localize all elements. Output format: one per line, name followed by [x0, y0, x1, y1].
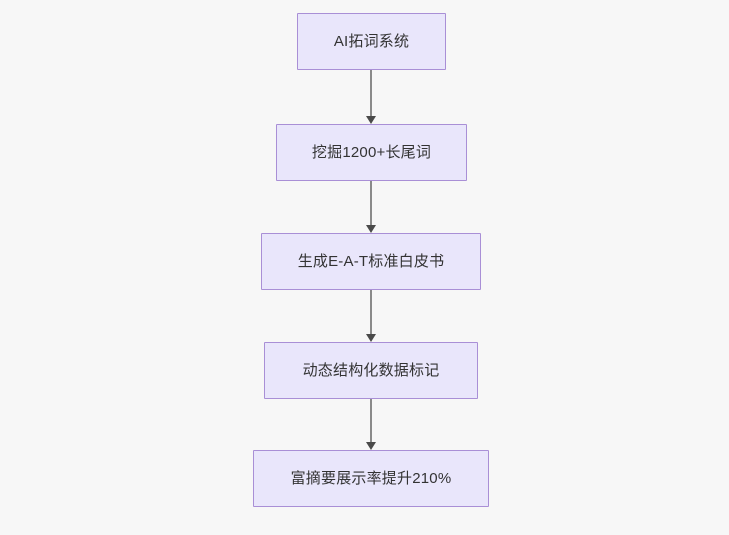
arrowhead-n4-n5 — [366, 442, 376, 450]
edge-n3-n4 — [370, 290, 372, 334]
flow-node-label: 挖掘1200+长尾词 — [311, 144, 432, 161]
flow-node-generate-eat-whitepaper[interactable]: 生成E-A-T标准白皮书 — [261, 233, 481, 290]
arrowhead-n3-n4 — [366, 334, 376, 342]
flow-node-label: AI拓词系统 — [333, 33, 410, 50]
flow-node-ai-keyword-system[interactable]: AI拓词系统 — [297, 13, 446, 70]
flow-node-rich-snippet-uplift[interactable]: 富摘要展示率提升210% — [253, 450, 489, 507]
edge-n2-n3 — [370, 181, 372, 225]
flow-node-label: 动态结构化数据标记 — [302, 362, 440, 379]
flow-node-label: 富摘要展示率提升210% — [290, 470, 452, 487]
arrowhead-n1-n2 — [366, 116, 376, 124]
flow-node-mine-longtail-keywords[interactable]: 挖掘1200+长尾词 — [276, 124, 467, 181]
edge-n1-n2 — [370, 70, 372, 116]
flow-node-dynamic-structured-data[interactable]: 动态结构化数据标记 — [264, 342, 478, 399]
flow-node-label: 生成E-A-T标准白皮书 — [297, 253, 445, 270]
arrowhead-n2-n3 — [366, 225, 376, 233]
edge-n4-n5 — [370, 399, 372, 442]
